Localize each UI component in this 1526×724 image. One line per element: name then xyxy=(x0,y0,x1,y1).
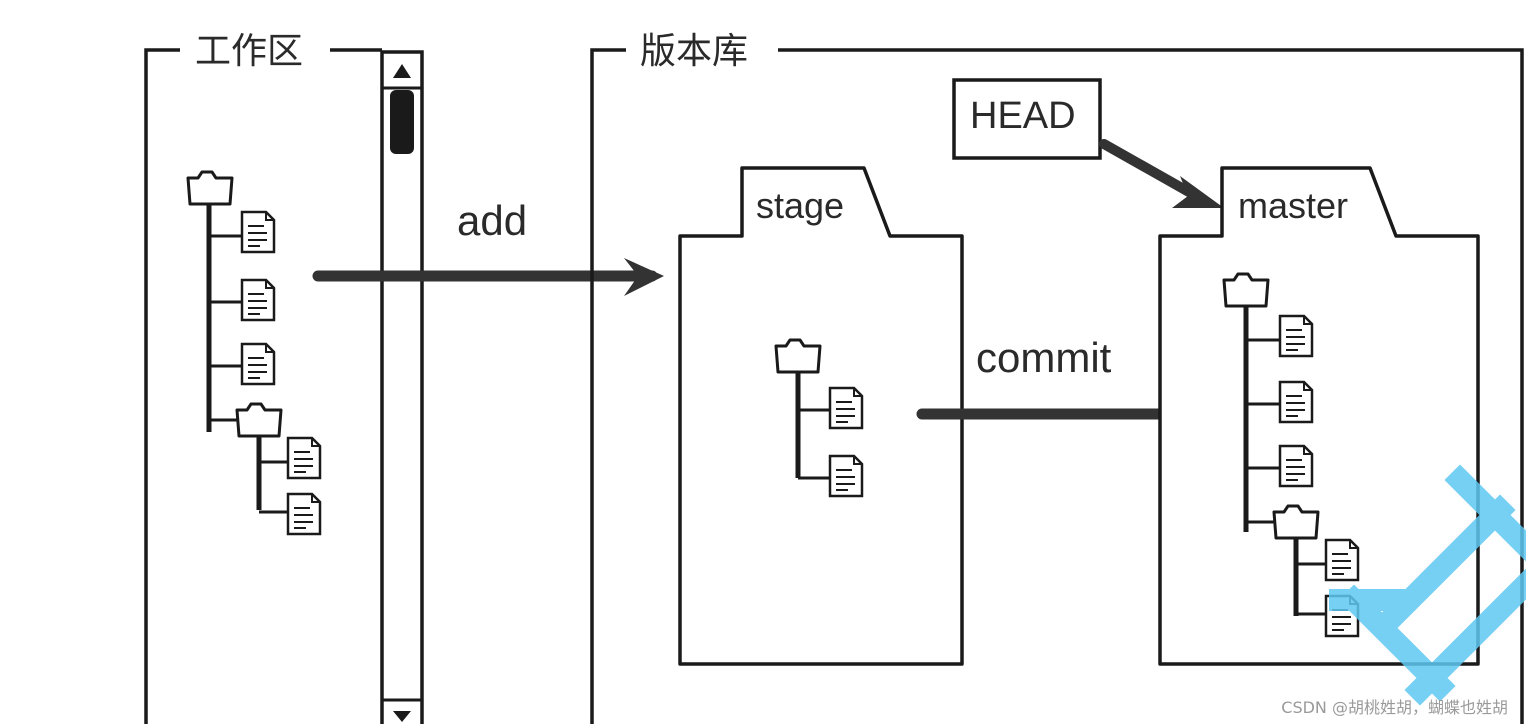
head-box: HEAD xyxy=(952,78,1102,160)
workspace-file-tree xyxy=(186,170,322,536)
scrollbar-track[interactable] xyxy=(380,50,424,724)
add-arrow: add xyxy=(312,197,664,296)
workspace-scrollbar[interactable] xyxy=(380,50,424,724)
file-icon xyxy=(240,210,276,254)
head-label: HEAD xyxy=(970,95,1076,137)
folder-icon xyxy=(1222,272,1270,308)
file-icon xyxy=(240,342,276,386)
watermark-text: CSDN @胡桃姓胡，蝴蝶也姓胡 xyxy=(1281,698,1508,717)
folder-icon xyxy=(1272,504,1320,540)
file-icon xyxy=(240,278,276,322)
file-icon xyxy=(1278,444,1314,488)
stage-folder: stage xyxy=(678,166,964,666)
file-icon xyxy=(828,454,864,498)
folder-icon xyxy=(235,402,283,438)
file-icon xyxy=(286,492,322,536)
workspace-title: 工作区 xyxy=(195,30,303,71)
file-icon xyxy=(286,436,322,480)
file-icon xyxy=(1324,538,1360,582)
watermark-logo-icon xyxy=(1329,464,1526,706)
commit-label: commit xyxy=(976,334,1112,381)
workspace-box: 工作区 xyxy=(144,30,382,724)
file-icon xyxy=(828,386,864,430)
scroll-down-arrow-icon[interactable] xyxy=(393,711,411,722)
stage-label: stage xyxy=(756,185,844,226)
repository-box: 版本库 xyxy=(590,30,1524,724)
folder-icon xyxy=(774,338,822,374)
head-pointer-arrow xyxy=(1099,139,1224,208)
scrollbar-thumb[interactable] xyxy=(390,90,414,154)
master-label: master xyxy=(1238,185,1348,226)
file-icon xyxy=(1278,314,1314,358)
scroll-up-arrow-icon[interactable] xyxy=(393,64,411,78)
repository-title: 版本库 xyxy=(640,30,748,71)
folder-icon xyxy=(186,170,234,206)
file-icon xyxy=(1278,380,1314,424)
add-label: add xyxy=(457,197,527,244)
